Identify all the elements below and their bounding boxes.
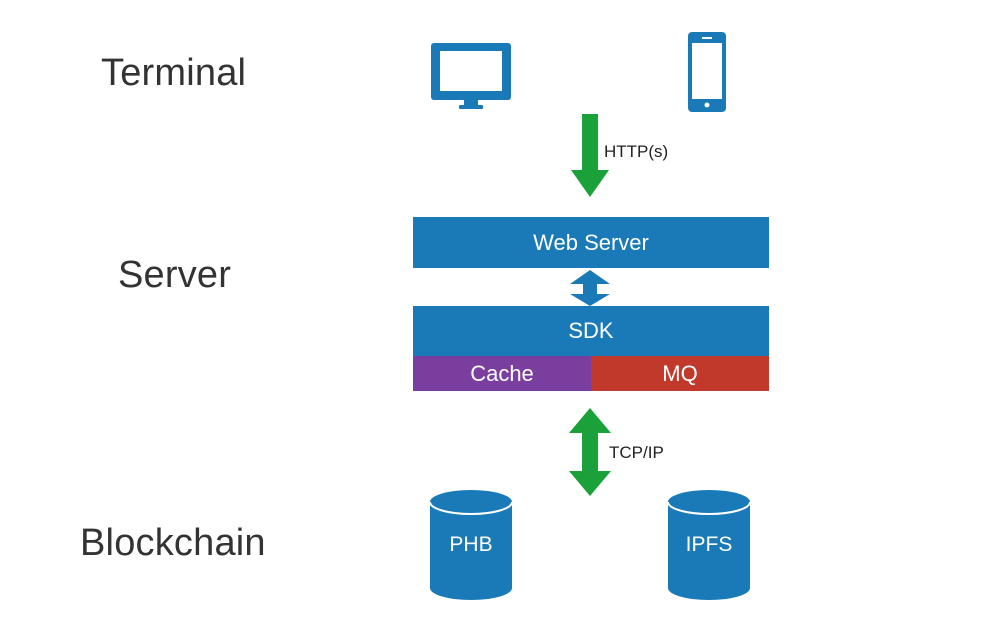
phb-label: PHB [449, 533, 493, 556]
ipfs-database-icon [667, 490, 751, 600]
http-arrow-icon [571, 114, 609, 197]
smartphone-icon [688, 32, 726, 112]
layer-label-blockchain: Blockchain [80, 522, 266, 564]
mq-box: MQ [591, 356, 769, 391]
tcpip-label: TCP/IP [609, 443, 664, 462]
ipfs-label: IPFS [685, 533, 733, 556]
web-server-box: Web Server [413, 217, 769, 268]
desktop-monitor-icon [431, 43, 511, 109]
sdk-box: SDK [413, 306, 769, 356]
layer-label-terminal: Terminal [101, 52, 247, 94]
web-server-label: Web Server [533, 229, 649, 255]
http-label: HTTP(s) [604, 142, 669, 161]
phb-database-icon [429, 490, 513, 600]
mq-label: MQ [662, 360, 698, 386]
web-sdk-arrow-icon [570, 270, 610, 306]
cache-label: Cache [470, 360, 534, 386]
sdk-label: SDK [568, 318, 614, 343]
cache-box: Cache [413, 356, 591, 391]
layer-label-server: Server [118, 254, 232, 296]
tcpip-arrow-icon [569, 408, 611, 496]
